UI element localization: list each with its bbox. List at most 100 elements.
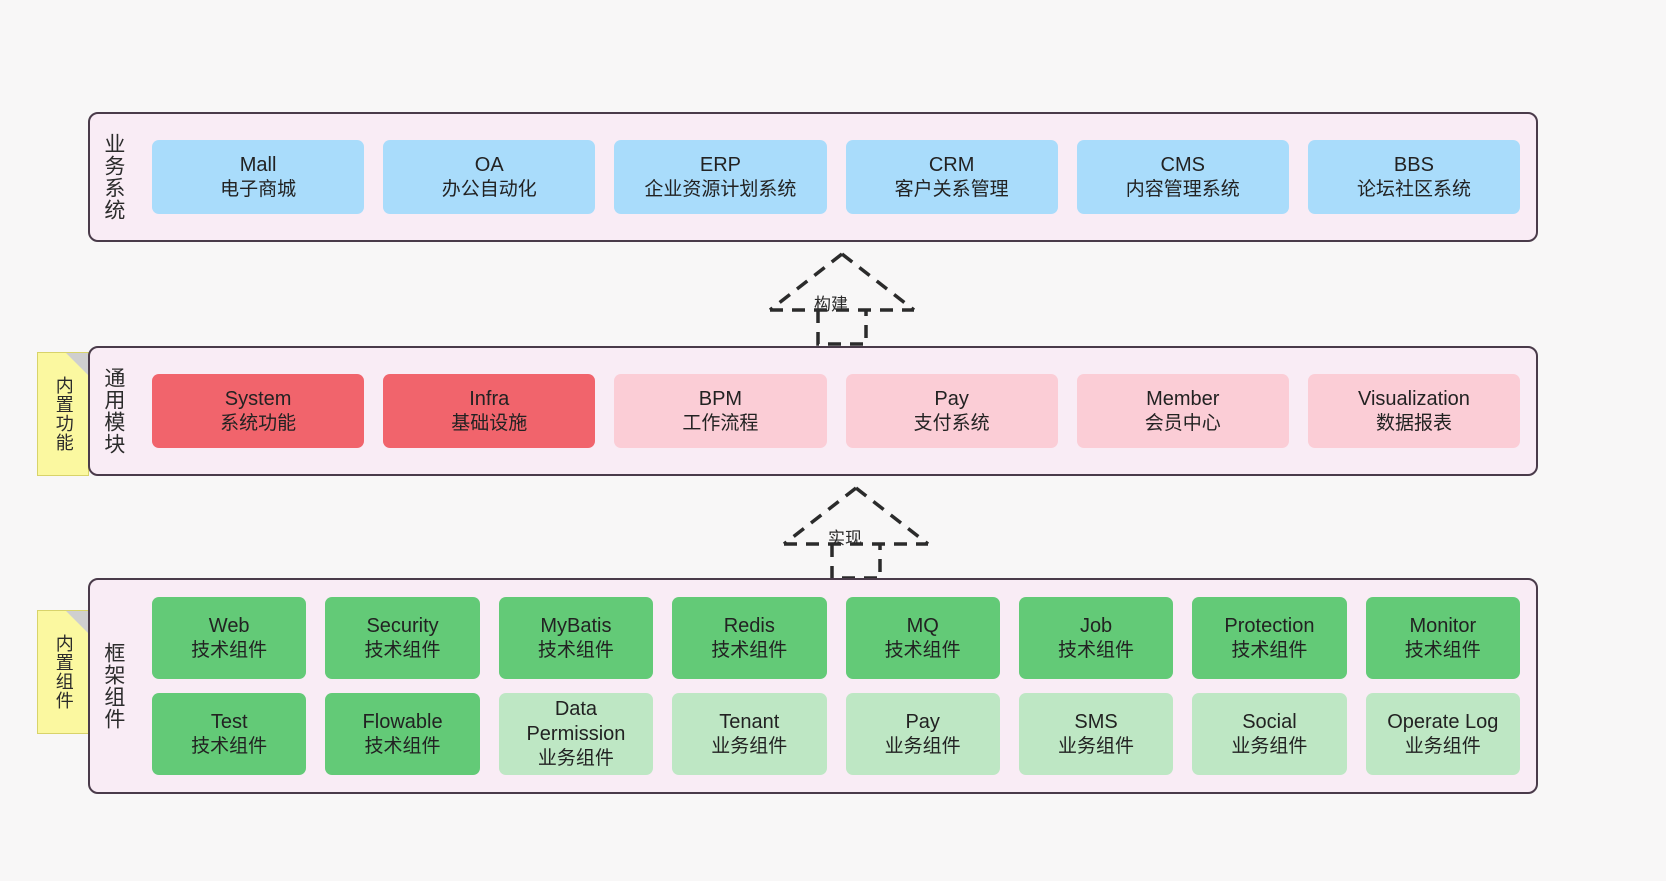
connector-implement: 实现 bbox=[766, 482, 946, 582]
note-label: 内置组件 bbox=[53, 634, 74, 710]
box-label-en: Data Permission bbox=[526, 698, 626, 746]
row: Web 技术组件 Security 技术组件 MyBatis 技术组件 Redi… bbox=[152, 597, 1520, 679]
box-infra[interactable]: Infra 基础设施 bbox=[383, 374, 596, 448]
box-label-cn: 技术组件 bbox=[884, 639, 961, 661]
box-label-cn: 基础设施 bbox=[451, 412, 528, 434]
box-social[interactable]: Social 业务组件 bbox=[1192, 693, 1347, 775]
box-label-en: System bbox=[224, 387, 292, 410]
box-bpm[interactable]: BPM 工作流程 bbox=[614, 374, 827, 448]
layer-common-modules: 通用模块 System 系统功能 Infra 基础设施 BPM 工作流程 Pay… bbox=[88, 346, 1538, 476]
box-label-cn: 技术组件 bbox=[191, 639, 268, 661]
box-label-cn: 工作流程 bbox=[682, 412, 759, 434]
box-label-cn: 技术组件 bbox=[191, 735, 268, 757]
box-erp[interactable]: ERP 企业资源计划系统 bbox=[614, 140, 827, 214]
box-label-en: CMS bbox=[1160, 153, 1205, 176]
layer-title-business-system: 业务系统 bbox=[101, 133, 125, 221]
box-label-cn: 业务组件 bbox=[711, 735, 788, 757]
box-monitor[interactable]: Monitor 技术组件 bbox=[1365, 597, 1520, 679]
box-label-en: Job bbox=[1079, 614, 1113, 637]
box-label-en: MyBatis bbox=[540, 614, 612, 637]
box-label-cn: 业务组件 bbox=[1231, 735, 1308, 757]
box-label-en: Security bbox=[366, 614, 439, 637]
box-crm[interactable]: CRM 客户关系管理 bbox=[845, 140, 1058, 214]
box-label-en: Mall bbox=[239, 153, 277, 176]
box-label-en: Tenant bbox=[719, 710, 780, 733]
box-label-en: Visualization bbox=[1357, 387, 1470, 410]
box-security[interactable]: Security 技术组件 bbox=[325, 597, 480, 679]
box-label-cn: 业务组件 bbox=[537, 748, 614, 770]
box-system[interactable]: System 系统功能 bbox=[152, 374, 365, 448]
box-sms[interactable]: SMS 业务组件 bbox=[1018, 693, 1174, 775]
layer-framework-components: 框架组件 Web 技术组件 Security 技术组件 MyBatis 技术组件… bbox=[88, 578, 1538, 794]
box-label-en: Redis bbox=[723, 614, 775, 637]
box-protection[interactable]: Protection 技术组件 bbox=[1192, 597, 1347, 679]
generalization-arrow-left-edge bbox=[782, 486, 858, 546]
box-label-en: MQ bbox=[906, 614, 939, 637]
box-label-en: CRM bbox=[928, 153, 975, 176]
box-label-cn: 电子商城 bbox=[220, 178, 297, 200]
box-label-cn: 技术组件 bbox=[364, 639, 441, 661]
connector-build: 构建 bbox=[752, 248, 932, 348]
box-member[interactable]: Member 会员中心 bbox=[1076, 374, 1289, 448]
note-builtin-components: 内置组件 bbox=[37, 610, 89, 734]
layer-business-system: 业务系统 Mall 电子商城 OA 办公自动化 ERP 企业资源计划系统 CRM… bbox=[88, 112, 1538, 242]
generalization-arrow-shaft bbox=[816, 310, 868, 346]
layer-title-common-modules: 通用模块 bbox=[101, 367, 125, 455]
box-label-cn: 客户关系管理 bbox=[894, 178, 1009, 200]
row: Test 技术组件 Flowable 技术组件 Data Permission … bbox=[152, 693, 1520, 775]
box-label-en: Web bbox=[208, 614, 250, 637]
box-label-en: Pay bbox=[934, 387, 969, 410]
box-job[interactable]: Job 技术组件 bbox=[1018, 597, 1174, 679]
box-label-en: Protection bbox=[1224, 614, 1315, 637]
note-builtin-functions: 内置功能 bbox=[37, 352, 89, 476]
box-test[interactable]: Test 技术组件 bbox=[152, 693, 307, 775]
box-label-cn: 支付系统 bbox=[913, 412, 990, 434]
box-label-cn: 办公自动化 bbox=[441, 178, 537, 200]
row: Mall 电子商城 OA 办公自动化 ERP 企业资源计划系统 CRM 客户关系… bbox=[152, 140, 1521, 214]
note-label: 内置功能 bbox=[53, 376, 74, 452]
box-label-cn: 技术组件 bbox=[1404, 639, 1481, 661]
connector-label-build: 构建 bbox=[814, 295, 848, 314]
box-label-cn: 企业资源计划系统 bbox=[644, 178, 797, 200]
box-data-permission[interactable]: Data Permission 业务组件 bbox=[498, 693, 654, 775]
box-pay-component[interactable]: Pay 业务组件 bbox=[845, 693, 1000, 775]
box-label-cn: 技术组件 bbox=[1058, 639, 1135, 661]
box-label-cn: 数据报表 bbox=[1375, 412, 1452, 434]
generalization-arrow-left-edge bbox=[768, 252, 844, 312]
box-label-en: BPM bbox=[698, 387, 743, 410]
box-label-cn: 业务组件 bbox=[1404, 735, 1481, 757]
box-label-en: Operate Log bbox=[1387, 710, 1499, 733]
generalization-arrow-shaft bbox=[830, 544, 882, 580]
box-label-cn: 技术组件 bbox=[711, 639, 788, 661]
box-mybatis[interactable]: MyBatis 技术组件 bbox=[498, 597, 654, 679]
box-tenant[interactable]: Tenant 业务组件 bbox=[672, 693, 827, 775]
box-label-cn: 系统功能 bbox=[220, 412, 297, 434]
box-label-cn: 内容管理系统 bbox=[1125, 178, 1240, 200]
box-label-en: Test bbox=[210, 710, 248, 733]
box-label-cn: 业务组件 bbox=[1058, 735, 1135, 757]
layer-title-framework-components: 框架组件 bbox=[101, 642, 125, 730]
box-label-cn: 会员中心 bbox=[1144, 412, 1221, 434]
box-web[interactable]: Web 技术组件 bbox=[152, 597, 307, 679]
layer-body-framework-components: Web 技术组件 Security 技术组件 MyBatis 技术组件 Redi… bbox=[136, 580, 1536, 792]
box-visualization[interactable]: Visualization 数据报表 bbox=[1307, 374, 1521, 448]
box-label-en: Flowable bbox=[362, 710, 443, 733]
connector-label-implement: 实现 bbox=[828, 529, 862, 548]
box-oa[interactable]: OA 办公自动化 bbox=[383, 140, 596, 214]
box-label-cn: 技术组件 bbox=[364, 735, 441, 757]
box-label-en: Monitor bbox=[1409, 614, 1477, 637]
box-pay[interactable]: Pay 支付系统 bbox=[845, 374, 1058, 448]
box-mall[interactable]: Mall 电子商城 bbox=[152, 140, 365, 214]
box-cms[interactable]: CMS 内容管理系统 bbox=[1076, 140, 1289, 214]
box-bbs[interactable]: BBS 论坛社区系统 bbox=[1307, 140, 1521, 214]
box-operate-log[interactable]: Operate Log 业务组件 bbox=[1365, 693, 1520, 775]
box-label-cn: 技术组件 bbox=[537, 639, 614, 661]
box-label-en: OA bbox=[474, 153, 504, 176]
generalization-arrow-right-edge bbox=[854, 486, 930, 546]
box-label-en: BBS bbox=[1393, 153, 1434, 176]
box-mq[interactable]: MQ 技术组件 bbox=[845, 597, 1000, 679]
box-flowable[interactable]: Flowable 技术组件 bbox=[325, 693, 480, 775]
box-redis[interactable]: Redis 技术组件 bbox=[672, 597, 827, 679]
box-label-cn: 论坛社区系统 bbox=[1356, 178, 1471, 200]
